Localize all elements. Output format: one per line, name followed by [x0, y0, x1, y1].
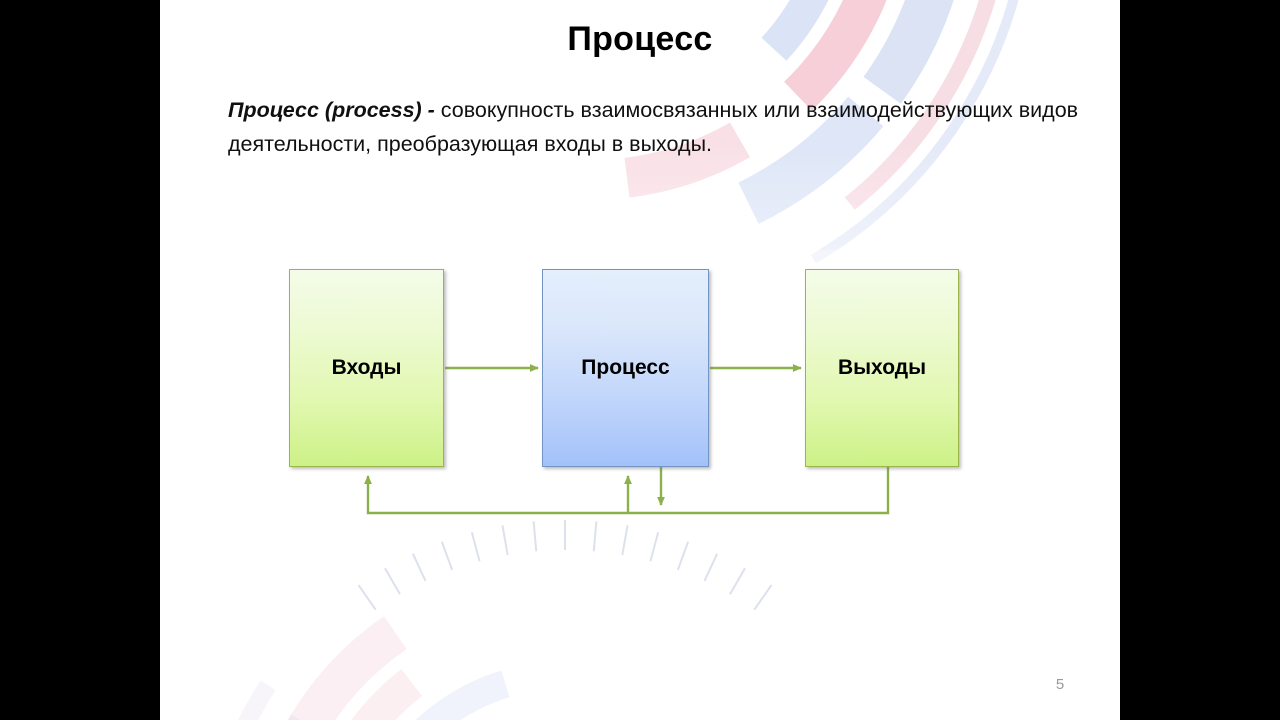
process-diagram: Входы Процесс Выходы: [160, 0, 1120, 720]
diagram-node-process[interactable]: Процесс: [542, 269, 709, 467]
page-title: Процесс: [567, 20, 713, 58]
body-paragraph: Процесс (process) - совокупность взаимос…: [228, 93, 1108, 161]
slide-canvas: Процесс Процесс (process) - совокупность…: [160, 0, 1120, 720]
definition-text: совокупность взаимосвязанных или взаимод…: [228, 98, 1079, 156]
diagram-node-process-label: Процесс: [581, 356, 670, 379]
diagram-node-outputs-label: Выходы: [837, 356, 927, 379]
diagram-node-inputs[interactable]: Входы: [289, 269, 444, 467]
page-number: 5: [1055, 676, 1065, 693]
definition-term: Процесс (process) -: [228, 98, 441, 122]
connector-feedback-outputs-to-inputs: [364, 467, 890, 515]
diagram-node-outputs[interactable]: Выходы: [805, 269, 959, 467]
diagram-node-inputs-label: Входы: [331, 356, 402, 379]
